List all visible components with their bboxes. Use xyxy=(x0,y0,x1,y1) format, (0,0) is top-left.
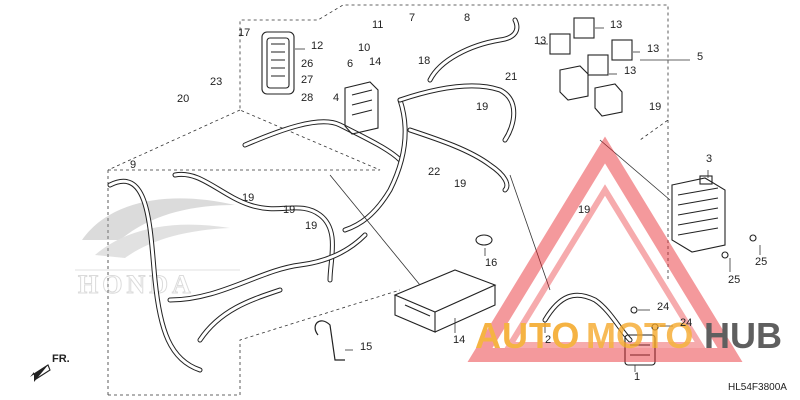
callout-c1: 1 xyxy=(634,371,640,383)
callout-c27: 27 xyxy=(301,74,313,86)
watermark-auto: AUTO xyxy=(475,315,580,356)
callout-c13b: 13 xyxy=(610,19,622,31)
callout-c3: 3 xyxy=(706,153,712,165)
callout-c19f: 19 xyxy=(578,204,590,216)
callout-c2: 2 xyxy=(545,334,551,346)
callout-c8: 8 xyxy=(464,12,470,24)
callout-c6: 6 xyxy=(347,58,353,70)
callout-c28: 28 xyxy=(301,92,313,104)
callout-c14b: 14 xyxy=(453,334,465,346)
callout-c9: 9 xyxy=(130,159,136,171)
callout-c22: 22 xyxy=(428,166,440,178)
callout-c19b: 19 xyxy=(649,101,661,113)
callout-c24a: 24 xyxy=(657,301,669,313)
callout-c16: 16 xyxy=(485,257,497,269)
callout-c19e: 19 xyxy=(283,204,295,216)
starter-relay-part-1 xyxy=(624,334,656,366)
callout-c7: 7 xyxy=(409,12,415,24)
callout-c14a: 14 xyxy=(369,56,381,68)
band-clamp-part-15 xyxy=(314,320,345,361)
starter-cable-part-2 xyxy=(542,292,633,343)
callout-c24b: 24 xyxy=(680,317,692,329)
front-label: FR. xyxy=(52,353,70,365)
callout-c13a: 13 xyxy=(534,35,546,47)
clip-part-16 xyxy=(475,234,493,246)
callout-c13c: 13 xyxy=(647,43,659,55)
callout-c21: 21 xyxy=(505,71,517,83)
callout-c12: 12 xyxy=(311,40,323,52)
bolt-part-24-25 xyxy=(630,234,757,331)
callout-c5: 5 xyxy=(697,51,703,63)
callout-c15: 15 xyxy=(360,341,372,353)
callout-c19c: 19 xyxy=(454,178,466,190)
connector-block-part-4 xyxy=(344,81,379,135)
honda-wing-logo: HONDA xyxy=(75,198,240,300)
watermark-moto: MOTO xyxy=(586,315,693,356)
callout-c26: 26 xyxy=(301,58,313,70)
callout-c25b: 25 xyxy=(728,274,740,286)
callout-c18: 18 xyxy=(418,55,430,67)
fuse-box-part-12 xyxy=(261,31,295,95)
front-direction-indicator: FR. xyxy=(30,353,70,382)
watermark-hub: HUB xyxy=(704,315,782,356)
diagram-code: HL54F3800A xyxy=(728,382,787,393)
callout-c19g: 19 xyxy=(305,220,317,232)
main-wire-harness xyxy=(107,17,520,373)
leader-lines xyxy=(295,27,761,372)
callout-c11: 11 xyxy=(372,19,383,31)
callout-c13d: 13 xyxy=(624,65,636,77)
callout-c19a: 19 xyxy=(476,101,488,113)
callout-c23: 23 xyxy=(210,76,222,88)
relay-part-13 xyxy=(549,17,633,117)
callout-c25a: 25 xyxy=(755,256,767,268)
callout-c10: 10 xyxy=(358,42,370,54)
honda-logo-text: HONDA xyxy=(78,270,195,299)
callout-c4: 4 xyxy=(333,92,339,104)
callout-c17: 17 xyxy=(238,27,250,39)
regulator-part-3 xyxy=(671,175,726,253)
assembly-boundary-lower xyxy=(108,289,401,396)
autotomotohub-watermark: AUTO MOTO HUB xyxy=(467,136,782,362)
callout-c20: 20 xyxy=(177,93,189,105)
callout-c19d: 19 xyxy=(242,192,254,204)
